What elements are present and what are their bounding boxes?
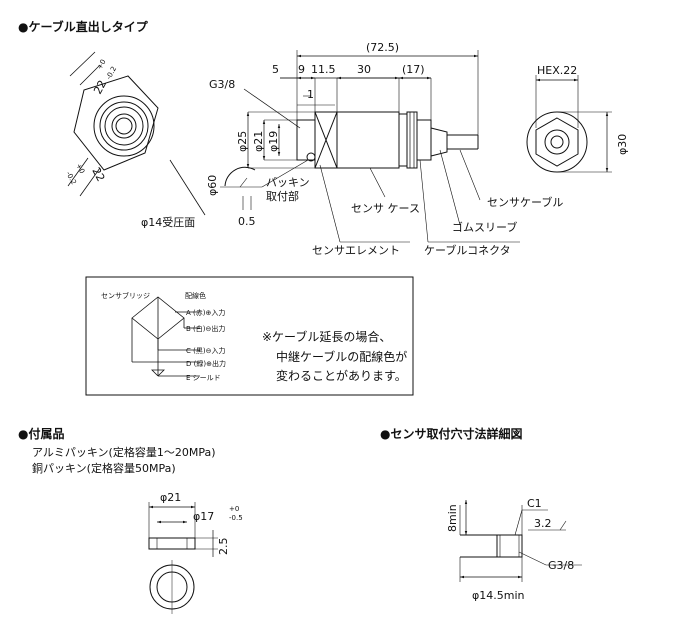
cable-connector-label: ケーブルコネクタ xyxy=(424,243,511,257)
dim-17: (17) xyxy=(402,63,425,76)
right-end-view xyxy=(526,75,612,173)
overall-length: (72.5) xyxy=(366,41,399,54)
hex-bottom-tol-plus: +0 xyxy=(74,162,86,175)
main-side-view xyxy=(220,50,520,243)
dim-9: 9 xyxy=(298,63,305,76)
hole-chamfer: C1 xyxy=(527,497,542,510)
section-title-accessories: ●付属品 xyxy=(18,426,64,441)
cable-connector-body xyxy=(406,111,418,169)
packing-label-1: パッキン xyxy=(266,176,310,189)
dim-11-5: 11.5 xyxy=(311,63,336,76)
accessory-line-1: アルミパッキン(定格容量1～20MPa) xyxy=(32,445,216,459)
left-end-view xyxy=(67,51,206,216)
packing-side-view xyxy=(148,537,196,550)
note-line-2: 中継ケーブルの配線色が xyxy=(276,349,407,364)
thread-label: G3/8 xyxy=(209,78,235,91)
section-title-mount-hole: ●センサ取付穴寸法詳細図 xyxy=(380,426,522,441)
hex-bottom-dim: 22 xyxy=(89,165,107,183)
hole-roughness: 3.2 xyxy=(534,517,552,530)
bridge-label: センサブリッジ xyxy=(101,291,150,300)
phi25-label: φ25 xyxy=(236,131,249,152)
packing-thickness: 2.5 xyxy=(217,538,230,556)
packing-label-2: 取付部 xyxy=(266,189,299,203)
hole-diameter: φ14.5min xyxy=(472,589,525,602)
hole-thread xyxy=(496,534,523,558)
wire-d: D (緑)⊕出力 xyxy=(186,359,226,368)
packing-phi17: φ17 xyxy=(193,510,214,523)
hex-bottom-tol-minus: -0.2 xyxy=(64,170,77,186)
wire-c: C (黒)⊖入力 xyxy=(186,346,225,355)
rubber-sleeve xyxy=(430,127,448,157)
bridge-diagram xyxy=(131,296,200,377)
thread-portion xyxy=(296,119,316,161)
section-title-cable-direct: ●ケーブル直出しタイプ xyxy=(18,19,149,34)
hex-top-dim: 22 xyxy=(91,78,109,96)
hex-top-tol-minus: -0.2 xyxy=(105,65,118,81)
phi60-label: φ60 xyxy=(206,175,219,196)
end-view-hex xyxy=(535,117,579,167)
mount-hole-drawing xyxy=(459,500,582,582)
phi21-label: φ21 xyxy=(252,131,265,152)
accessory-line-2: 銅パッキン(定格容量50MPa) xyxy=(32,461,176,475)
wire-e: E シールド xyxy=(186,374,221,382)
dim-1: 1 xyxy=(307,88,314,101)
sensor-element-label: センサエレメント xyxy=(312,244,400,257)
dim-0-5: 0.5 xyxy=(238,215,256,228)
wire-a: A (赤)⊕入力 xyxy=(186,308,225,317)
face-label: φ14受圧面 xyxy=(141,216,195,229)
hex-inner-circle xyxy=(93,95,155,157)
packing-phi21: φ21 xyxy=(160,491,181,504)
phi30-label: φ30 xyxy=(616,134,629,155)
hole-thread-label: G3/8 xyxy=(548,559,574,572)
sensor-cable-label: センサケーブル xyxy=(487,195,563,209)
dim-30: 30 xyxy=(357,63,371,76)
note-line-3: 変わることがあります。 xyxy=(276,368,407,383)
wire-b: B (白)⊖出力 xyxy=(186,324,225,333)
packing-tol-minus: -0.5 xyxy=(229,514,243,522)
sensor-case-label: センサ ケース xyxy=(351,202,420,215)
hole-depth: 8min xyxy=(446,504,459,532)
color-header: 配線色 xyxy=(185,291,206,300)
hex-top-tol-plus: +0 xyxy=(96,58,108,71)
hex22-label: HEX.22 xyxy=(537,64,577,77)
packing-drawing xyxy=(148,502,218,614)
phi19-label: φ19 xyxy=(267,131,280,152)
dim-5: 5 xyxy=(272,63,279,76)
sensor-case-body xyxy=(336,111,400,169)
hex-outline xyxy=(73,75,159,171)
packing-tol-plus: +0 xyxy=(229,505,239,513)
packing-seat xyxy=(306,152,316,162)
rubber-sleeve-label: ゴムスリーブ xyxy=(452,220,517,234)
wiring-box xyxy=(85,276,414,396)
note-line-1: ※ケーブル延長の場合、 xyxy=(262,329,391,344)
